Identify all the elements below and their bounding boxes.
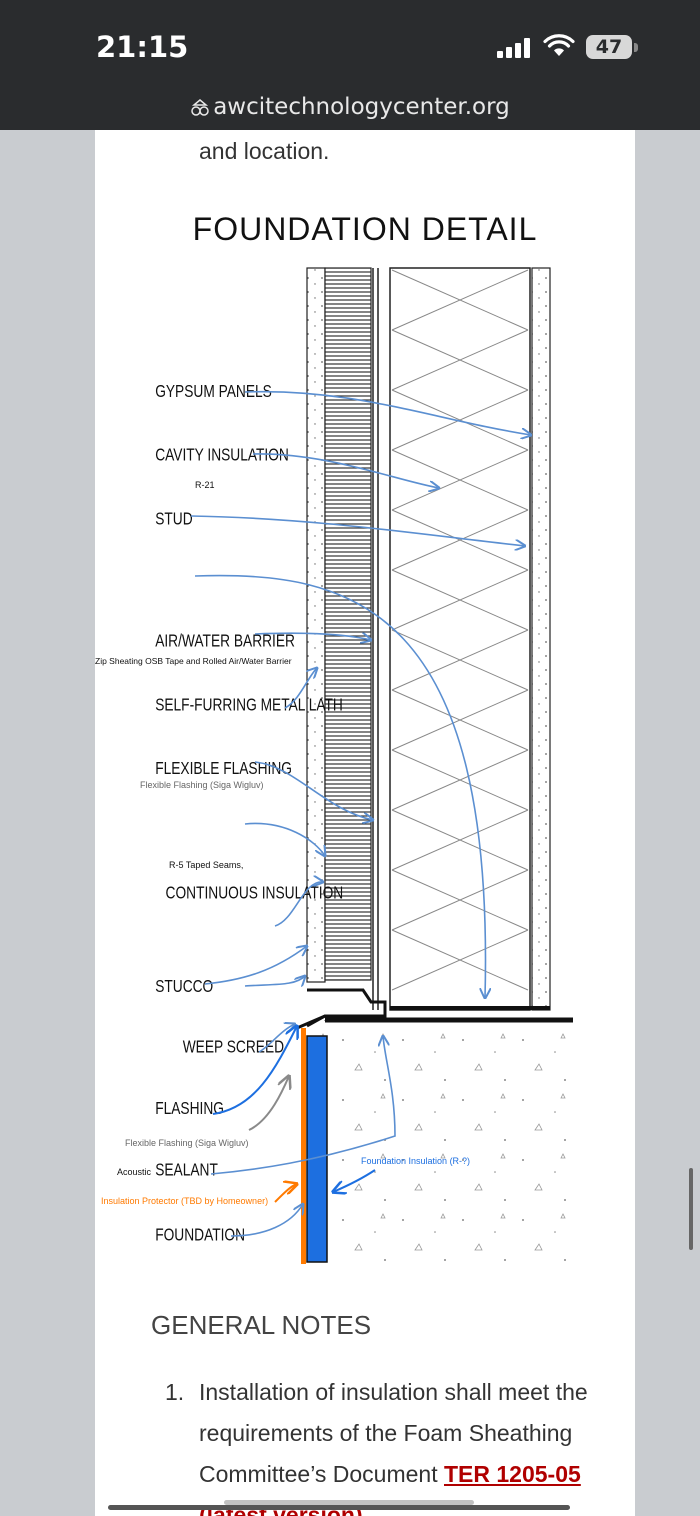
address-bar[interactable]: awcitechnologycenter.org — [0, 94, 700, 120]
note-number: 1. — [165, 1379, 185, 1405]
label-sealant: SEALANT — [155, 1161, 218, 1180]
flashing-gray-arrow — [248, 1076, 289, 1131]
gypsum-layer — [531, 267, 551, 1011]
label-cavity-r-value: R-21 — [195, 480, 215, 490]
label-insulation-protector: Insulation Protector (TBD by Homeowner) — [101, 1196, 268, 1206]
stud-cavity — [389, 267, 531, 1011]
battery-icon: 47 — [586, 35, 632, 59]
label-stud: STUD — [155, 510, 192, 529]
home-indicator[interactable] — [108, 1505, 570, 1510]
label-acoustic: Acoustic — [117, 1167, 152, 1177]
wifi-icon — [543, 34, 575, 56]
label-flexible-flashing-note: Flexible Flashing (Siga Wigluv) — [140, 780, 264, 790]
label-ci-note: R-5 Taped Seams, — [169, 860, 243, 870]
foundation-detail-drawing: FOUNDATION DETAIL GYPSUM PANELS CAVITY I… — [95, 211, 573, 1270]
foundation-slab — [307, 1020, 573, 1270]
url-text: awcitechnologycenter.org — [213, 94, 510, 120]
foundation-insulation-board — [306, 1035, 328, 1263]
label-air-water-barrier: AIR/WATER BARRIER — [155, 632, 295, 651]
intro-text: and location. — [199, 138, 330, 164]
clock: 21:15 — [96, 30, 189, 64]
label-barrier-note: Zip Sheating OSB Tape and Rolled Air/Wat… — [95, 656, 292, 666]
note-body: Installation of insulation shall meet th… — [199, 1379, 588, 1487]
cellular-signal-icon — [497, 38, 533, 58]
figure-title: FOUNDATION DETAIL — [193, 211, 538, 247]
leader-arrows — [190, 390, 531, 1237]
toolbar-handle — [224, 1500, 474, 1505]
general-notes-heading: GENERAL NOTES — [151, 1310, 372, 1340]
flashing-blue-arrow — [212, 1026, 297, 1115]
label-flexible-flashing: FLEXIBLE FLASHING — [155, 760, 292, 779]
scrollbar[interactable] — [689, 1168, 693, 1250]
label-metal-lath: SELF-FURRING METAL LATH — [155, 696, 343, 715]
status-bar: 21:15 47 awcitechnologycenter.org — [0, 0, 700, 130]
label-flashing-note: Flexible Flashing (Siga Wigluv) — [125, 1138, 249, 1148]
cavity-insulation-pattern — [391, 269, 529, 991]
label-weep-screed: WEEP SCREED — [183, 1038, 284, 1057]
label-stucco: STUCCO — [155, 977, 213, 996]
label-cavity-insulation: CAVITY INSULATION — [155, 446, 289, 465]
label-foundation: FOUNDATION — [155, 1226, 245, 1245]
foundation-insulation-arrow — [333, 1169, 376, 1192]
protector-arrow — [274, 1184, 297, 1203]
note-text: Installation of insulation shall meet th… — [199, 1372, 609, 1516]
insulation-protector — [301, 1028, 306, 1264]
label-flashing: FLASHING — [155, 1100, 224, 1119]
label-gypsum: GYPSUM PANELS — [155, 382, 272, 401]
label-continuous-insulation: CONTINUOUS INSULATION — [166, 884, 344, 903]
label-foundation-insulation: Foundation Insulation (R-?) — [361, 1156, 470, 1166]
lock-icon — [191, 99, 209, 116]
web-page: and location. — [95, 130, 635, 1516]
sheathing-layer — [324, 267, 372, 981]
battery-cap — [634, 43, 638, 52]
stucco-layer — [306, 267, 326, 983]
